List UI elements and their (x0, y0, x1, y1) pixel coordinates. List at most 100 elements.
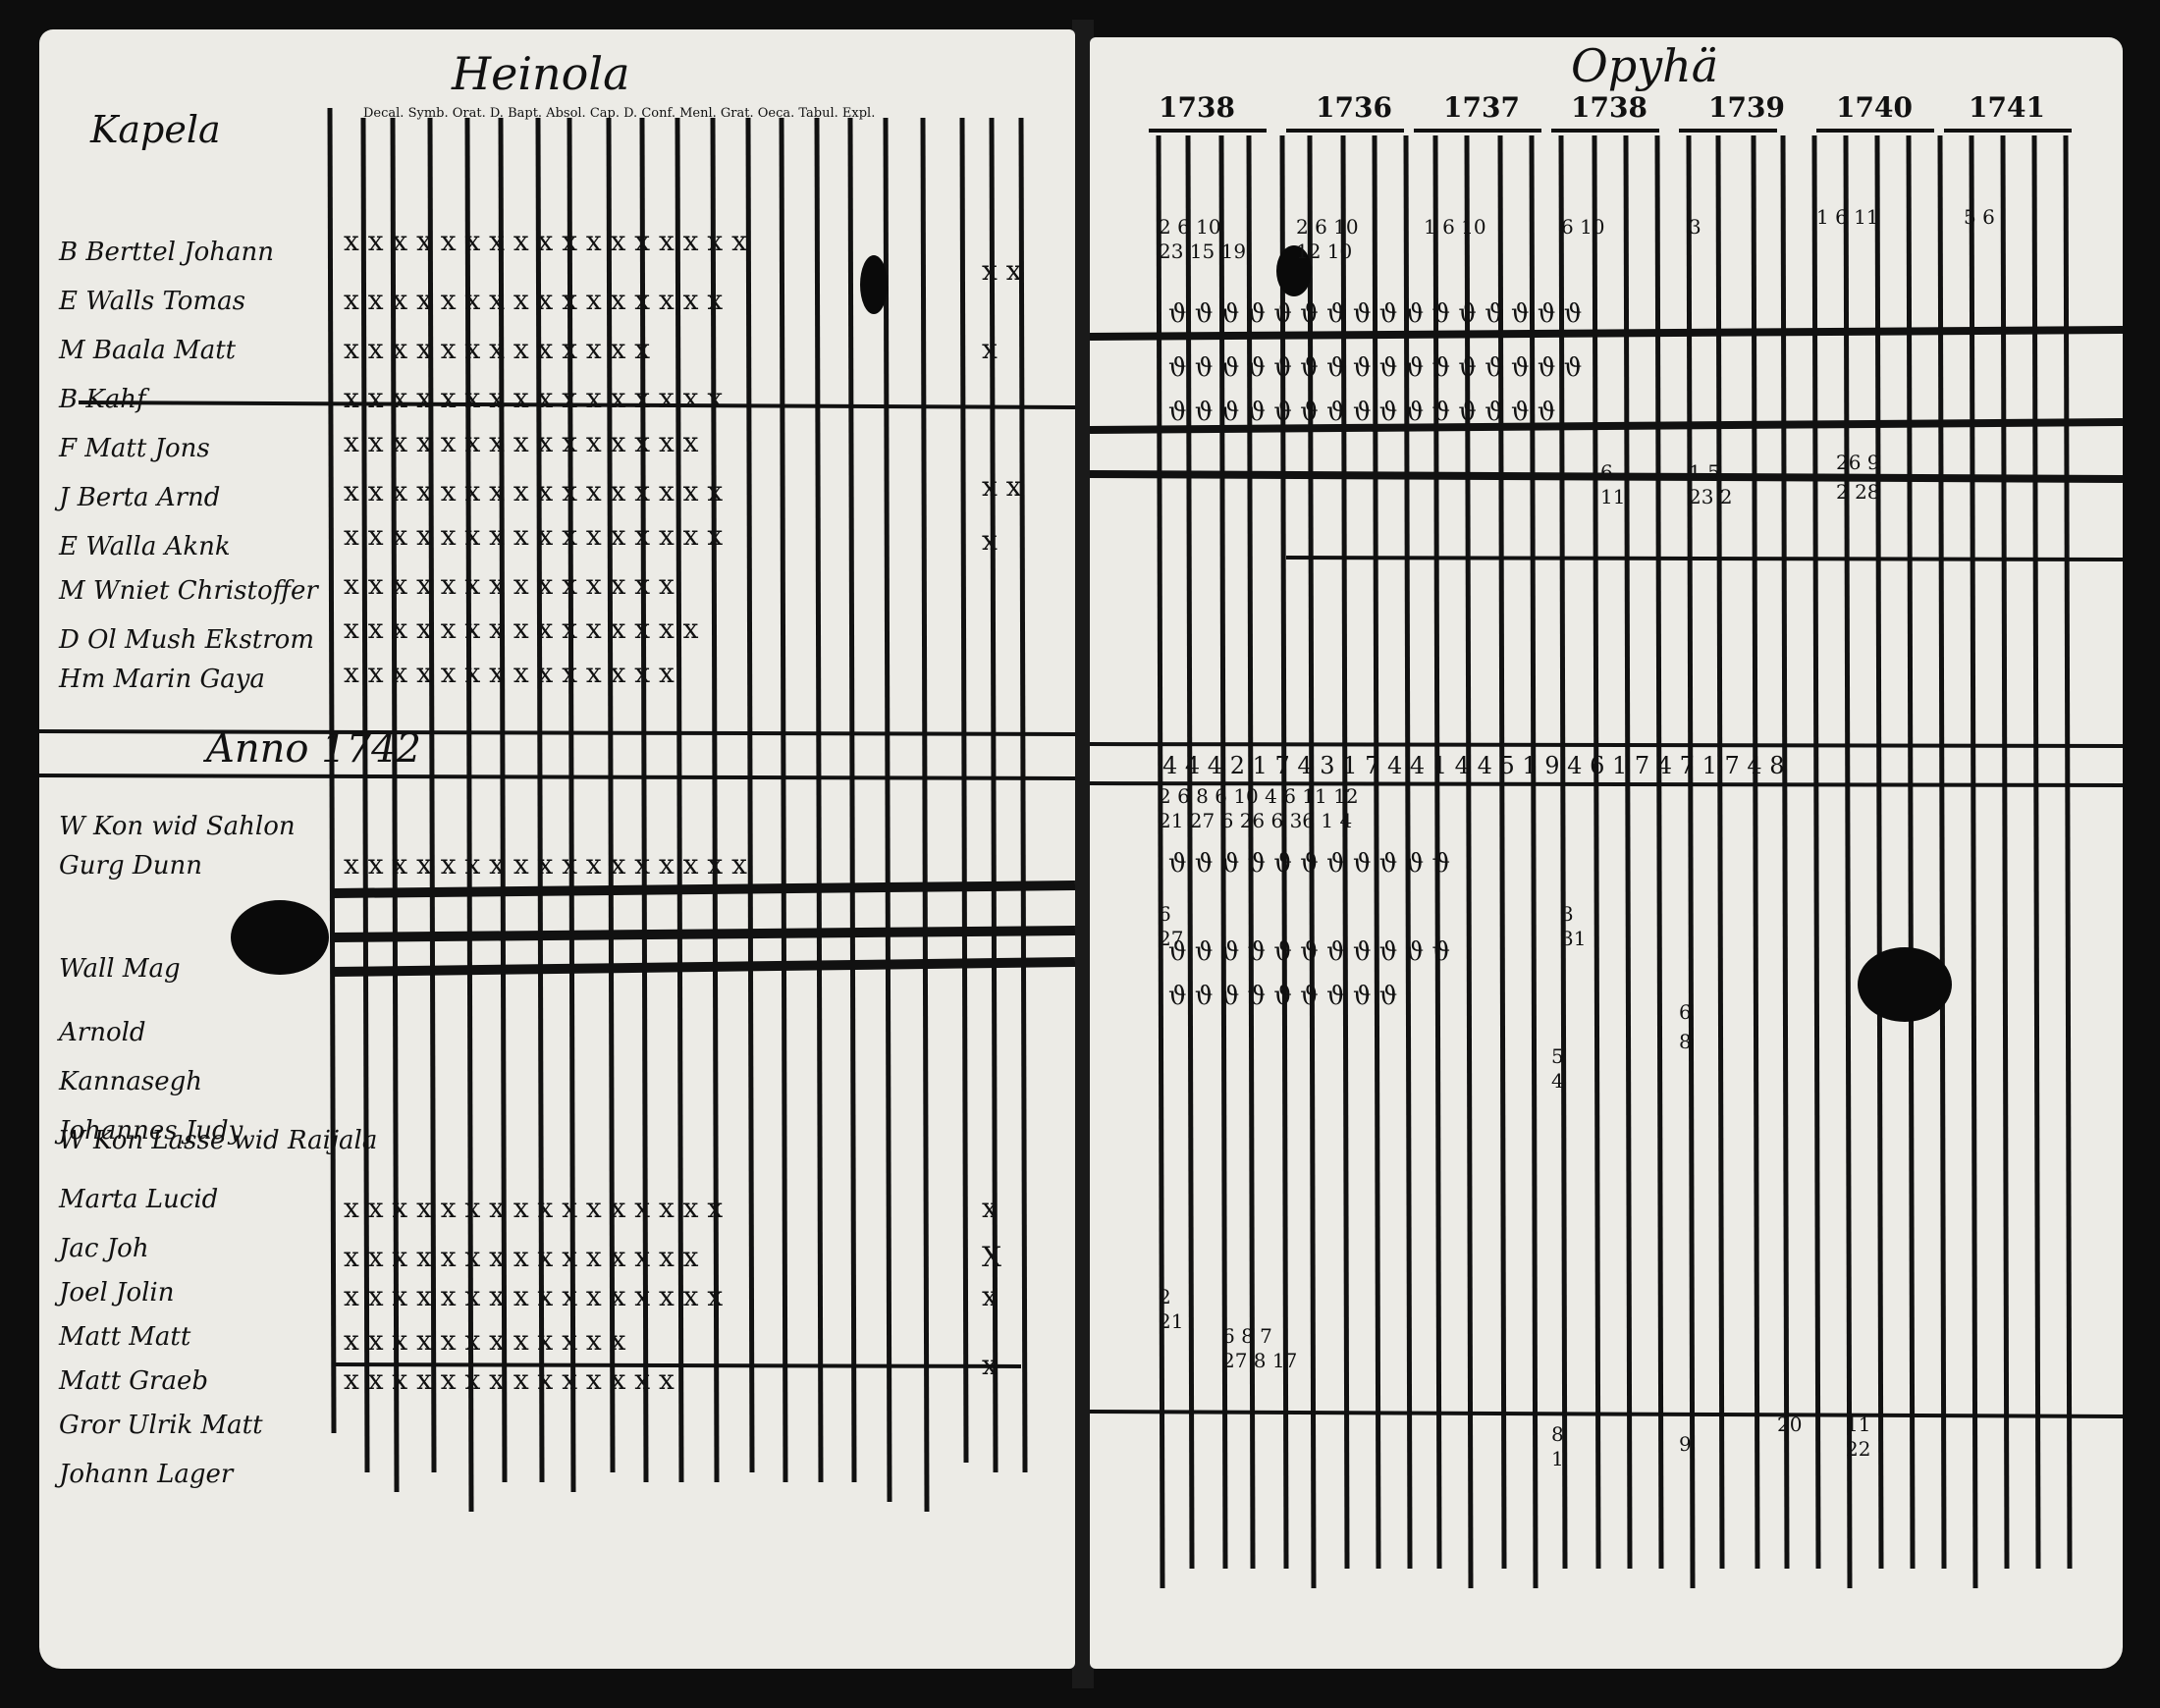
svg-text:Matt Graeb: Matt Graeb (58, 1366, 208, 1396)
svg-text:x x x x x x x x x x x x x x x: x x x x x x x x x x x x x x x (344, 1241, 699, 1273)
svg-text:J Berta Arnd: J Berta Arnd (54, 483, 220, 512)
svg-text:21 27 6 26 6 36 1 4: 21 27 6 26 6 36 1 4 (1159, 809, 1352, 832)
svg-text:2 6 10: 2 6 10 (1296, 215, 1359, 239)
svg-text:Hm Marin Gaya: Hm Marin Gaya (58, 665, 265, 694)
svg-text:23 15 19: 23 15 19 (1159, 240, 1246, 263)
svg-text:6: 6 (1600, 460, 1613, 484)
right-curls: ϑ ϑ ϑ ϑ ϑ ϑ ϑ ϑ ϑ ϑ ϑ ϑ ϑ ϑ ϑ ϑ ϑ ϑ ϑ ϑ … (1168, 299, 1582, 1011)
svg-text:1 6 10: 1 6 10 (1424, 215, 1486, 239)
svg-text:x x x x x x x x x x x x x: x x x x x x x x x x x x x (344, 333, 650, 365)
svg-text:23 2: 23 2 (1689, 485, 1733, 508)
svg-text:E Walla Aknk: E Walla Aknk (58, 532, 231, 561)
svg-text:x x x x x x x x x x x x x x x: x x x x x x x x x x x x x x x x (344, 519, 723, 552)
svg-text:6 8 7: 6 8 7 (1222, 1324, 1272, 1348)
svg-text:E Walls Tomas: E Walls Tomas (58, 287, 245, 316)
svg-text:2 6 8 6 10 4 6 11: 2 6 8 6 10 4 6 11 12 (1159, 784, 1359, 808)
svg-text:Wall Mag: Wall Mag (59, 954, 181, 984)
left-page-ruling: x x x x x x x x x x x x x x x x x x x x … (39, 107, 1075, 1513)
svg-text:ϑ ϑ ϑ ϑ ϑ ϑ ϑ ϑ: ϑ ϑ ϑ ϑ ϑ ϑ ϑ ϑ ϑ ϑ ϑ ϑ ϑ ϑ ϑ ϑ (1168, 353, 1582, 383)
year-7: 1741 (1969, 91, 2045, 124)
column-header-row: Decal. Symb. Orat. D. Bapt. Absol. Cap. … (363, 106, 876, 121)
svg-text:x x x x x x x x x x x x x x: x x x x x x x x x x x x x x (344, 1363, 675, 1396)
svg-text:M Baala Matt: M Baala Matt (58, 336, 237, 365)
year-5: 1739 (1708, 91, 1785, 124)
svg-text:x x: x x (982, 254, 1022, 287)
right-marks: 2 6 10 23 15 19 2 6 10 12 10 1 6 10 6 10… (1159, 205, 1995, 1470)
svg-text:22: 22 (1846, 1437, 1870, 1461)
svg-text:8: 8 (1551, 1422, 1564, 1446)
left-page: x x x x x x x x x x x x x x x x x x x x … (39, 29, 1075, 1669)
svg-text:W Kon wid Sahlon: W Kon wid Sahlon (59, 812, 296, 841)
svg-text:x: x (982, 1280, 998, 1312)
svg-text:B Berttel Johann: B Berttel Johann (58, 238, 274, 267)
svg-text:2 28: 2 28 (1836, 480, 1880, 504)
svg-text:31: 31 (1561, 927, 1586, 950)
svg-text:x x x x x x x x x x x x x x x: x x x x x x x x x x x x x x x x (344, 284, 723, 316)
svg-text:Gror Ulrik Matt: Gror Ulrik Matt (59, 1411, 263, 1440)
svg-text:ϑ ϑ ϑ ϑ ϑ ϑ ϑ ϑ: ϑ ϑ ϑ ϑ ϑ ϑ ϑ ϑ ϑ ϑ ϑ ϑ ϑ ϑ ϑ (1168, 398, 1556, 427)
svg-text:12 10: 12 10 (1296, 240, 1352, 263)
svg-text:Jac Joh: Jac Joh (54, 1234, 149, 1263)
svg-text:2: 2 (1159, 1285, 1171, 1308)
anno-heading: Anno 1742 (206, 726, 422, 772)
book-gutter (1072, 20, 1094, 1688)
year-3: 1737 (1443, 91, 1520, 124)
right-page-ruling: 2 6 10 23 15 19 2 6 10 12 10 1 6 10 6 10… (1090, 129, 2123, 1589)
svg-text:X: X (982, 1241, 1001, 1273)
svg-text:x x x x x x x x x x x x x x x: x x x x x x x x x x x x x x x (344, 613, 699, 645)
svg-text:27: 27 (1159, 927, 1183, 950)
right-page: 2 6 10 23 15 19 2 6 10 12 10 1 6 10 6 10… (1090, 37, 2123, 1669)
svg-text:4: 4 (1551, 1069, 1564, 1093)
svg-text:3: 3 (1561, 902, 1574, 926)
svg-text:6: 6 (1679, 1000, 1692, 1024)
svg-text:Joel Jolin: Joel Jolin (54, 1278, 175, 1308)
svg-text:4 4 4 2 1 7 4 3 1 7 4: 4 4 4 2 1 7 4 3 1 7 4 4 1 4 4 5 1 9 4 6 … (1162, 752, 1785, 779)
left-title: Heinola (452, 47, 630, 100)
svg-text:x x x x x x x x x x x x x x: x x x x x x x x x x x x x x (344, 568, 675, 601)
svg-text:21: 21 (1159, 1309, 1183, 1333)
svg-text:x: x (982, 1349, 998, 1381)
svg-text:Johann Lager: Johann Lager (54, 1460, 235, 1489)
svg-text:8: 8 (1679, 1030, 1692, 1053)
year-4: 1738 (1571, 91, 1647, 124)
svg-text:x x x x x x x x x x x x: x x x x x x x x x x x x (344, 1324, 626, 1357)
svg-text:Johannes Judy: Johannes Judy (54, 1116, 243, 1146)
svg-text:2 6 10: 2 6 10 (1159, 215, 1221, 239)
tally-row: 4 4 4 2 1 7 4 3 1 7 4 4 1 4 4 5 1 9 4 6 … (1162, 752, 1785, 779)
svg-text:x x x x x x x x x x x x x x x: x x x x x x x x x x x x x x x x (344, 1192, 723, 1224)
svg-text:x x x x x x x x x x x x x x x: x x x x x x x x x x x x x x x x (344, 1280, 723, 1312)
svg-text:Kannasegh: Kannasegh (58, 1067, 202, 1096)
svg-text:ϑ ϑ ϑ ϑ ϑ ϑ ϑ ϑ: ϑ ϑ ϑ ϑ ϑ ϑ ϑ ϑ ϑ ϑ ϑ (1168, 849, 1450, 879)
svg-text:26 9: 26 9 (1836, 451, 1880, 474)
left-tally-marks: x x x x x x x x x x x x x x x x x x x x … (344, 225, 1022, 1396)
svg-text:27 8 17: 27 8 17 (1222, 1349, 1297, 1372)
svg-text:Gurg Dunn: Gurg Dunn (59, 851, 202, 881)
svg-text:1 6 11: 1 6 11 (1816, 205, 1879, 229)
svg-text:5: 5 (1551, 1044, 1564, 1068)
svg-text:Arnold: Arnold (57, 1018, 146, 1047)
svg-text:x x x x x x x x x x x x x x x: x x x x x x x x x x x x x x x x (344, 382, 723, 414)
year-1: 1738 (1159, 91, 1235, 124)
svg-text:x x: x x (982, 470, 1022, 503)
svg-text:6: 6 (1159, 902, 1171, 926)
svg-text:x x x x x x x x x x x x x x x: x x x x x x x x x x x x x x x x x (344, 225, 747, 257)
svg-text:1 5: 1 5 (1689, 460, 1720, 484)
svg-text:x: x (982, 524, 998, 557)
svg-text:D Ol Mush Ekstrom: D Ol Mush Ekstrom (58, 625, 314, 655)
right-title: Opyhä (1571, 39, 1719, 92)
svg-text:5 6: 5 6 (1964, 205, 1995, 229)
svg-text:6 10: 6 10 (1561, 215, 1605, 239)
year-2: 1736 (1316, 91, 1392, 124)
left-parish: Kapela (90, 108, 221, 151)
svg-text:ϑ ϑ ϑ ϑ ϑ ϑ ϑ ϑ: ϑ ϑ ϑ ϑ ϑ ϑ ϑ ϑ ϑ ϑ ϑ ϑ ϑ ϑ ϑ ϑ (1168, 299, 1582, 329)
svg-text:11: 11 (1600, 485, 1625, 508)
svg-text:x x x x x x x x x x x x x x x: x x x x x x x x x x x x x x x x x (344, 848, 747, 881)
svg-text:F Matt Jons: F Matt Jons (58, 434, 210, 463)
left-names: B Berttel Johann E Walls Tomas M Baala M… (54, 238, 377, 1489)
svg-text:1: 1 (1551, 1447, 1564, 1470)
svg-text:3: 3 (1689, 215, 1701, 239)
svg-text:x: x (982, 1192, 998, 1224)
svg-text:Marta Lucid: Marta Lucid (58, 1185, 218, 1214)
year-6: 1740 (1836, 91, 1913, 124)
